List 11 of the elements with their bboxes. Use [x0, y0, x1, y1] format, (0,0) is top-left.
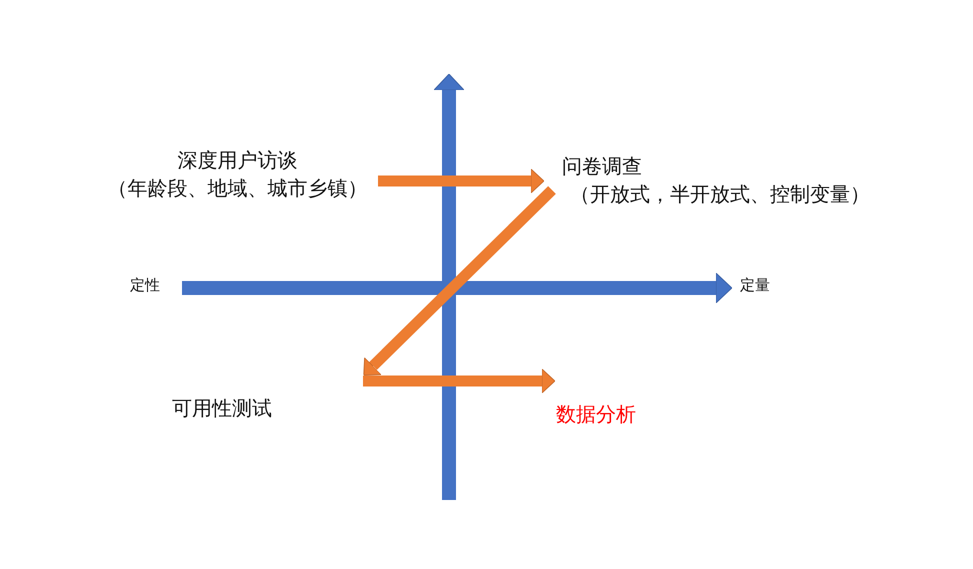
method-title: 可用性测试	[172, 395, 273, 422]
method-details: （年龄段、地域、城市乡镇）	[106, 175, 368, 202]
method-title: 深度用户访谈	[176, 147, 298, 174]
method-details: （开放式，半开放式、控制变量）	[569, 181, 871, 208]
axis-label: 定性	[130, 276, 160, 295]
flow-arrow	[363, 186, 556, 376]
method-title: 问卷调查	[562, 153, 643, 180]
flow-arrow	[378, 168, 544, 194]
axis-label: 定量	[740, 276, 770, 295]
method-title: 数据分析	[556, 401, 637, 428]
flow-arrow	[363, 368, 556, 394]
